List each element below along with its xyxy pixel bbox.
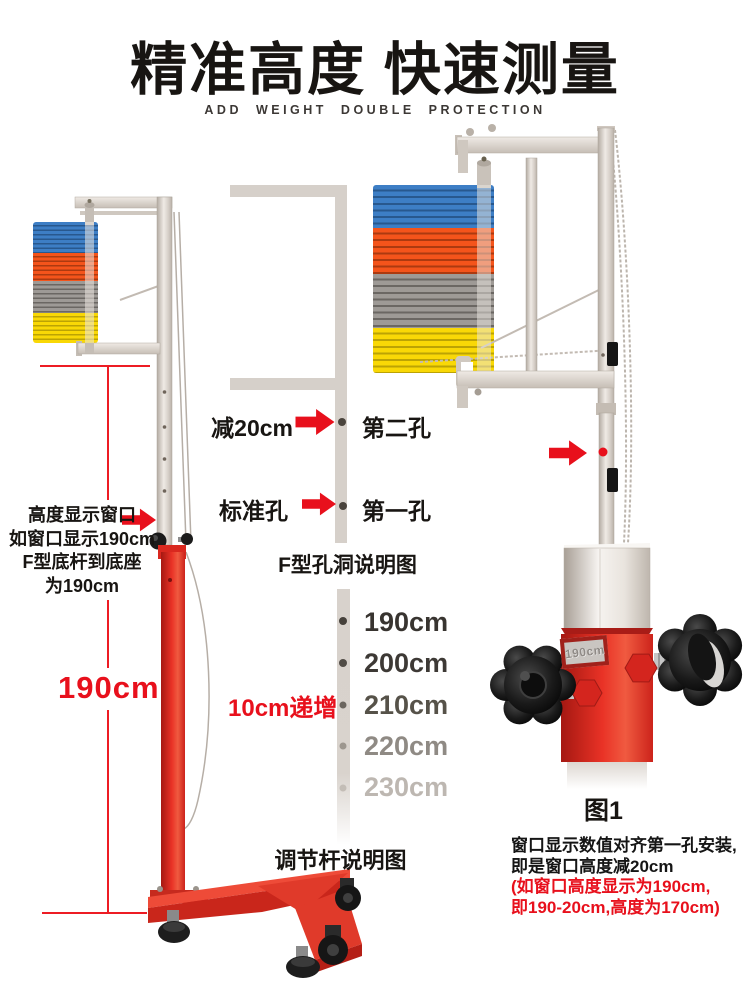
annotation-line-1: 高度显示窗口 <box>28 505 136 525</box>
f-hole-diagram-caption: F型孔洞说明图 <box>278 554 417 577</box>
fin-band-yellow <box>373 328 494 373</box>
device-left <box>74 196 362 978</box>
clamp-knobs-left <box>149 532 193 550</box>
hole-marker-dot <box>598 447 608 457</box>
height-190: 190cm <box>364 607 449 637</box>
standard-hole-label: 标准孔 <box>219 498 288 524</box>
star-knob-right <box>624 614 743 706</box>
star-knob-left <box>490 645 603 725</box>
height-230: 230cm <box>364 772 449 802</box>
figure1-note: 窗口显示数值对齐第一孔安装, 即是窗口高度减20cm (如窗口高度显示为190c… <box>511 836 737 918</box>
arrow-right-icon <box>295 409 335 435</box>
window-annotation: 高度显示窗口 如窗口显示190cm F型底杆到底座 为190cm <box>2 504 162 598</box>
fin-band-gray <box>373 274 494 328</box>
slider-column <box>563 547 651 634</box>
first-hole-dot <box>339 502 347 510</box>
page-subtitle: ADD WEIGHT DOUBLE PROTECTION <box>204 103 546 117</box>
fin-stack-right <box>373 185 494 373</box>
second-hole-label: 第二孔 <box>362 415 431 441</box>
increment-label: 10cm递增 <box>228 695 338 722</box>
figure1-label: 图1 <box>584 797 623 825</box>
fin-band-orange <box>373 228 494 274</box>
adjust-pole-diagram <box>337 589 350 845</box>
height-210: 210cm <box>364 690 449 720</box>
arrow-right-icon <box>549 440 587 466</box>
height-200: 200cm <box>364 648 449 678</box>
height-220: 220cm <box>364 731 449 761</box>
minus-20cm-label: 减20cm <box>211 415 293 441</box>
note-line-1: 窗口显示数值对齐第一孔安装, <box>511 836 737 855</box>
first-hole-label: 第一孔 <box>362 498 431 524</box>
red-pole-left <box>161 552 185 902</box>
f-shape-diagram <box>230 185 347 543</box>
note-line-3: (如窗口高度显示为190cm, <box>511 877 711 896</box>
base-left <box>148 869 362 978</box>
annotation-line-3: F型底杆到底座 <box>22 552 142 572</box>
annotation-line-2: 如窗口显示190cm <box>8 528 156 549</box>
height-display-window: 190cm <box>559 635 610 669</box>
window-value: 190cm <box>563 642 606 662</box>
fin-band-blue <box>373 185 494 228</box>
arrow-right-icon <box>122 508 156 532</box>
second-hole-dot <box>338 418 346 426</box>
note-line-4: 即190-20cm,高度为170cm) <box>511 897 720 917</box>
adjust-pole-caption: 调节杆说明图 <box>274 848 407 873</box>
annotation-line-4: 为190cm <box>44 575 120 596</box>
height-measure-label: 190cm <box>58 670 160 705</box>
arrow-right-icon <box>302 492 336 516</box>
note-line-2: 即是窗口高度减20cm <box>511 856 674 876</box>
page-title: 精准高度 快速测量 <box>130 38 620 102</box>
measure-line <box>40 365 150 914</box>
